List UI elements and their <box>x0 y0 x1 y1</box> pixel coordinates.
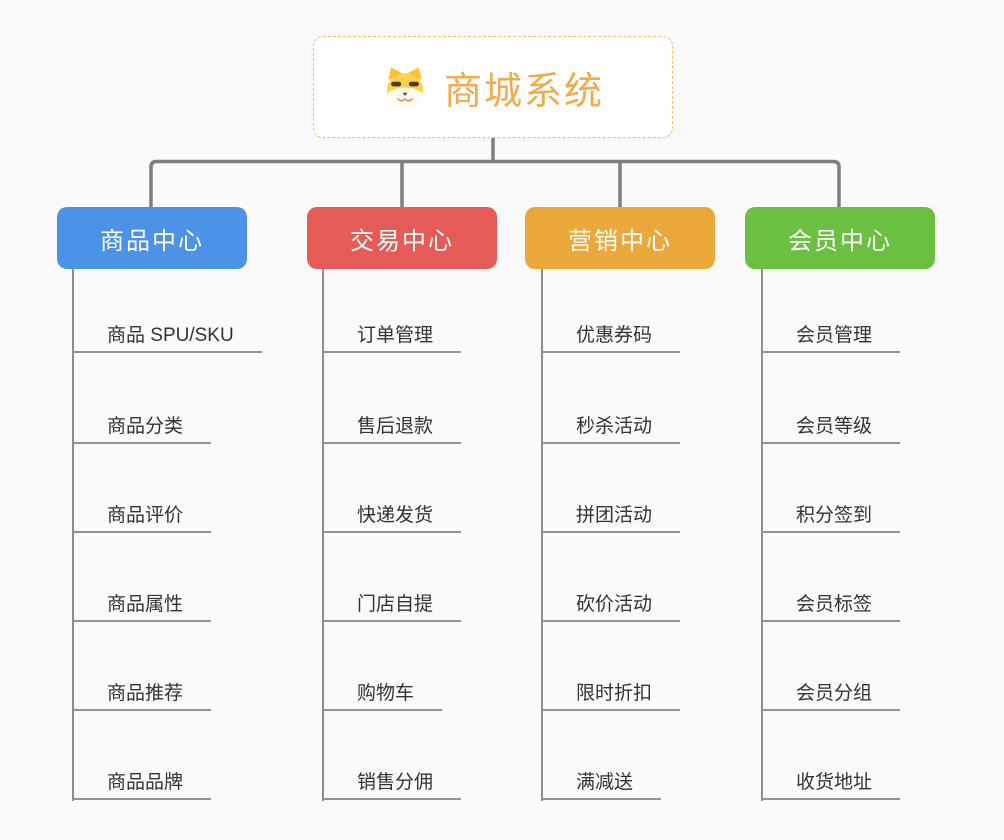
node-sales-commission[interactable]: 销售分佣 <box>323 767 462 800</box>
node-flash-sale[interactable]: 秒杀活动 <box>542 411 681 444</box>
node-shipping-address[interactable]: 收货地址 <box>762 767 901 800</box>
branch-label: 商品中心 <box>100 227 204 255</box>
root-node[interactable]: 商城系统 <box>313 36 673 138</box>
node-product-attribute[interactable]: 商品属性 <box>73 589 212 622</box>
root-title: 商城系统 <box>443 70 604 113</box>
node-shopping-cart[interactable]: 购物车 <box>323 678 443 711</box>
branch-label: 会员中心 <box>788 227 892 255</box>
node-coupon-code[interactable]: 优惠券码 <box>542 320 681 353</box>
node-product-spu-sku[interactable]: 商品 SPU/SKU <box>73 320 262 353</box>
branch-spine <box>761 269 763 801</box>
node-product-category[interactable]: 商品分类 <box>73 411 212 444</box>
node-express-delivery[interactable]: 快递发货 <box>323 500 462 533</box>
branch-spine <box>541 269 543 801</box>
branch-spine <box>72 269 74 801</box>
node-member-group[interactable]: 会员分组 <box>762 678 901 711</box>
node-bargain-activity[interactable]: 砍价活动 <box>542 589 681 622</box>
dog-face-icon <box>386 67 424 108</box>
branch-label: 交易中心 <box>350 227 454 255</box>
node-after-sale-refund[interactable]: 售后退款 <box>323 411 462 444</box>
node-member-level[interactable]: 会员等级 <box>762 411 901 444</box>
node-member-management[interactable]: 会员管理 <box>762 320 901 353</box>
node-member-center[interactable]: 会员中心 <box>745 207 935 269</box>
node-member-tag[interactable]: 会员标签 <box>762 589 901 622</box>
node-marketing-center[interactable]: 营销中心 <box>525 207 715 269</box>
node-product-brand[interactable]: 商品品牌 <box>73 767 212 800</box>
branch-label: 营销中心 <box>568 227 672 255</box>
node-limited-time-discount[interactable]: 限时折扣 <box>542 678 681 711</box>
node-order-management[interactable]: 订单管理 <box>323 320 462 353</box>
node-group-buy[interactable]: 拼团活动 <box>542 500 681 533</box>
node-trade-center[interactable]: 交易中心 <box>307 207 497 269</box>
node-product-recommend[interactable]: 商品推荐 <box>73 678 212 711</box>
branch-spine <box>322 269 324 801</box>
node-points-checkin[interactable]: 积分签到 <box>762 500 901 533</box>
node-product-review[interactable]: 商品评价 <box>73 500 212 533</box>
node-product-center[interactable]: 商品中心 <box>57 207 247 269</box>
node-full-reduction[interactable]: 满减送 <box>542 767 662 800</box>
node-store-pickup[interactable]: 门店自提 <box>323 589 462 622</box>
